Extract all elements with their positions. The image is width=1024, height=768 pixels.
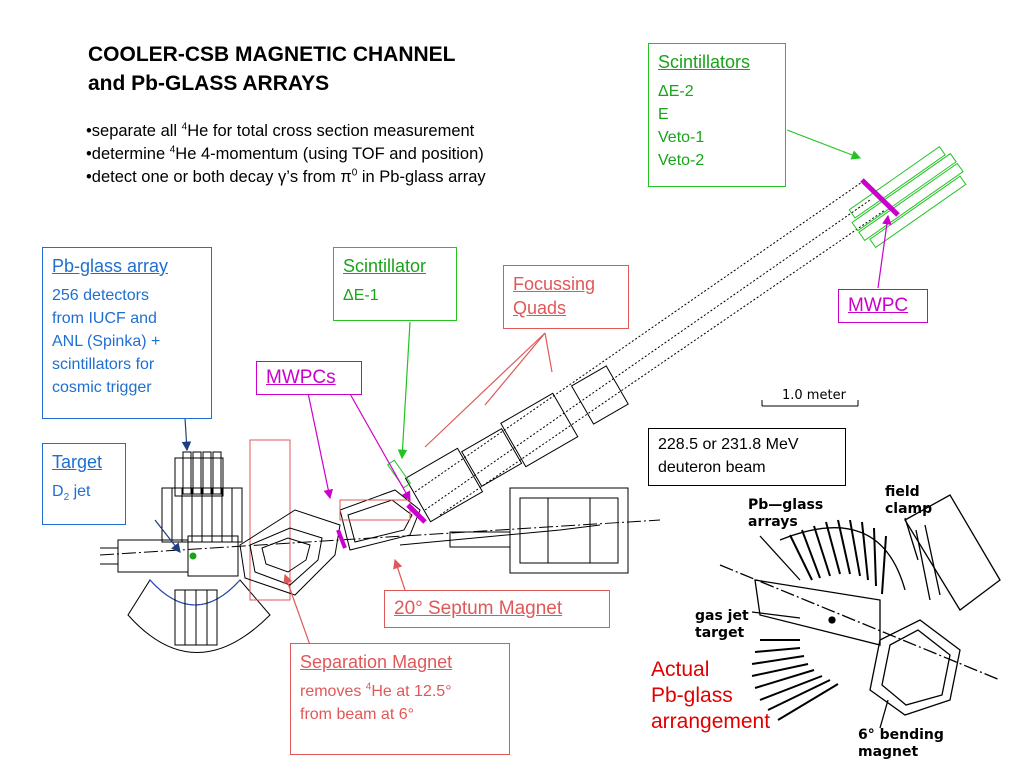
- bullet-item: •determine 4He 4-momentum (using TOF and…: [86, 144, 484, 163]
- separation-heading: Separation Magnet: [300, 652, 453, 672]
- separation-line-1: removes 4He at 12.5°: [300, 681, 452, 700]
- pb-glass-line: from IUCF and: [52, 310, 157, 327]
- mwpc-callout: MWPC: [838, 289, 928, 323]
- beam-callout: 228.5 or 231.8 MeV deuteron beam: [648, 428, 846, 486]
- bullet-list: •separate all 4He for total cross sectio…: [86, 120, 486, 189]
- septum-magnet-callout: 20° Septum Magnet: [384, 590, 610, 628]
- target-text: D2 jet: [52, 483, 91, 504]
- photo-leader-lines: [751, 517, 919, 729]
- leader-lines: [154, 129, 892, 646]
- gas-jet-target-label: gas jet target: [695, 608, 749, 641]
- beam-line-1: 228.5 or 231.8 MeV: [658, 436, 799, 453]
- scale-bar: [761, 400, 859, 407]
- pb-glass-heading: Pb-glass array: [52, 256, 169, 276]
- separation-magnet: [239, 509, 341, 596]
- scintillator-item: E: [658, 106, 669, 123]
- title-line-1: COOLER-CSB MAGNETIC CHANNEL: [88, 43, 456, 66]
- separation-magnet-callout: Separation Magnet removes 4He at 12.5° f…: [290, 643, 510, 755]
- target-heading: Target: [52, 452, 103, 472]
- target-callout: Target D2 jet: [42, 443, 126, 525]
- scintillator-item: ΔE-2: [658, 83, 694, 100]
- scintillators-heading: Scintillators: [658, 52, 751, 72]
- actual-arrangement-label: Actual Pb-glass arrangement: [651, 658, 771, 733]
- scintillators-callout: Scintillators ΔE-2 E Veto-1 Veto-2: [648, 43, 786, 187]
- scintillator-item: Veto-2: [658, 152, 705, 169]
- beam-line: [99, 519, 661, 577]
- focussing-line-2: Quads: [513, 298, 567, 318]
- scintillator-heading: Scintillator: [343, 256, 427, 276]
- pb-glass-array: [127, 439, 291, 653]
- scale-label: 1.0 meter: [782, 388, 846, 403]
- mwpcs-callout: MWPCs: [256, 361, 362, 395]
- beam-line-2: deuteron beam: [658, 459, 766, 476]
- scintillator-item: Veto-1: [658, 129, 705, 146]
- pb-glass-callout: Pb-glass array 256 detectors from IUCF a…: [42, 247, 212, 419]
- near-mwpcs: [336, 459, 427, 549]
- pb-glass-line: 256 detectors: [52, 287, 149, 304]
- mwpcs-label: MWPCs: [266, 367, 336, 388]
- mwpc-label: MWPC: [848, 295, 909, 316]
- septum-label: 20° Septum Magnet: [394, 598, 563, 619]
- bending-magnet-block: [449, 487, 629, 574]
- quad-channel: [404, 179, 886, 523]
- bending-magnet-label: 6° bending magnet: [858, 727, 944, 760]
- focussing-quads-callout: Focussing Quads: [503, 265, 629, 329]
- pb-glass-line: ANL (Spinka) +: [52, 333, 161, 350]
- bullet-item: •detect one or both decay γ’s from π0 in…: [86, 167, 486, 186]
- title-line-2: and Pb-GLASS ARRAYS: [88, 72, 330, 95]
- far-mwpc: [860, 178, 900, 217]
- focussing-line-1: Focussing: [513, 274, 596, 294]
- far-detector-stack: [848, 145, 967, 249]
- scintillator-callout: Scintillator ΔE-1: [333, 247, 457, 321]
- scintillator-de1: ΔE-1: [343, 287, 379, 304]
- photo-arrangement-sketch: [719, 494, 1001, 721]
- slide-title: COOLER-CSB MAGNETIC CHANNEL and Pb-GLASS…: [88, 40, 456, 98]
- pb-glass-line: scintillators for: [52, 356, 155, 373]
- bullet-item: •separate all 4He for total cross sectio…: [86, 121, 475, 140]
- field-clamp-label: field clamp: [885, 484, 933, 517]
- pb-glass-line: cosmic trigger: [52, 379, 152, 396]
- pb-glass-arrays-label: Pb—glass arrays: [748, 497, 824, 530]
- separation-line-2: from beam at 6°: [300, 706, 414, 723]
